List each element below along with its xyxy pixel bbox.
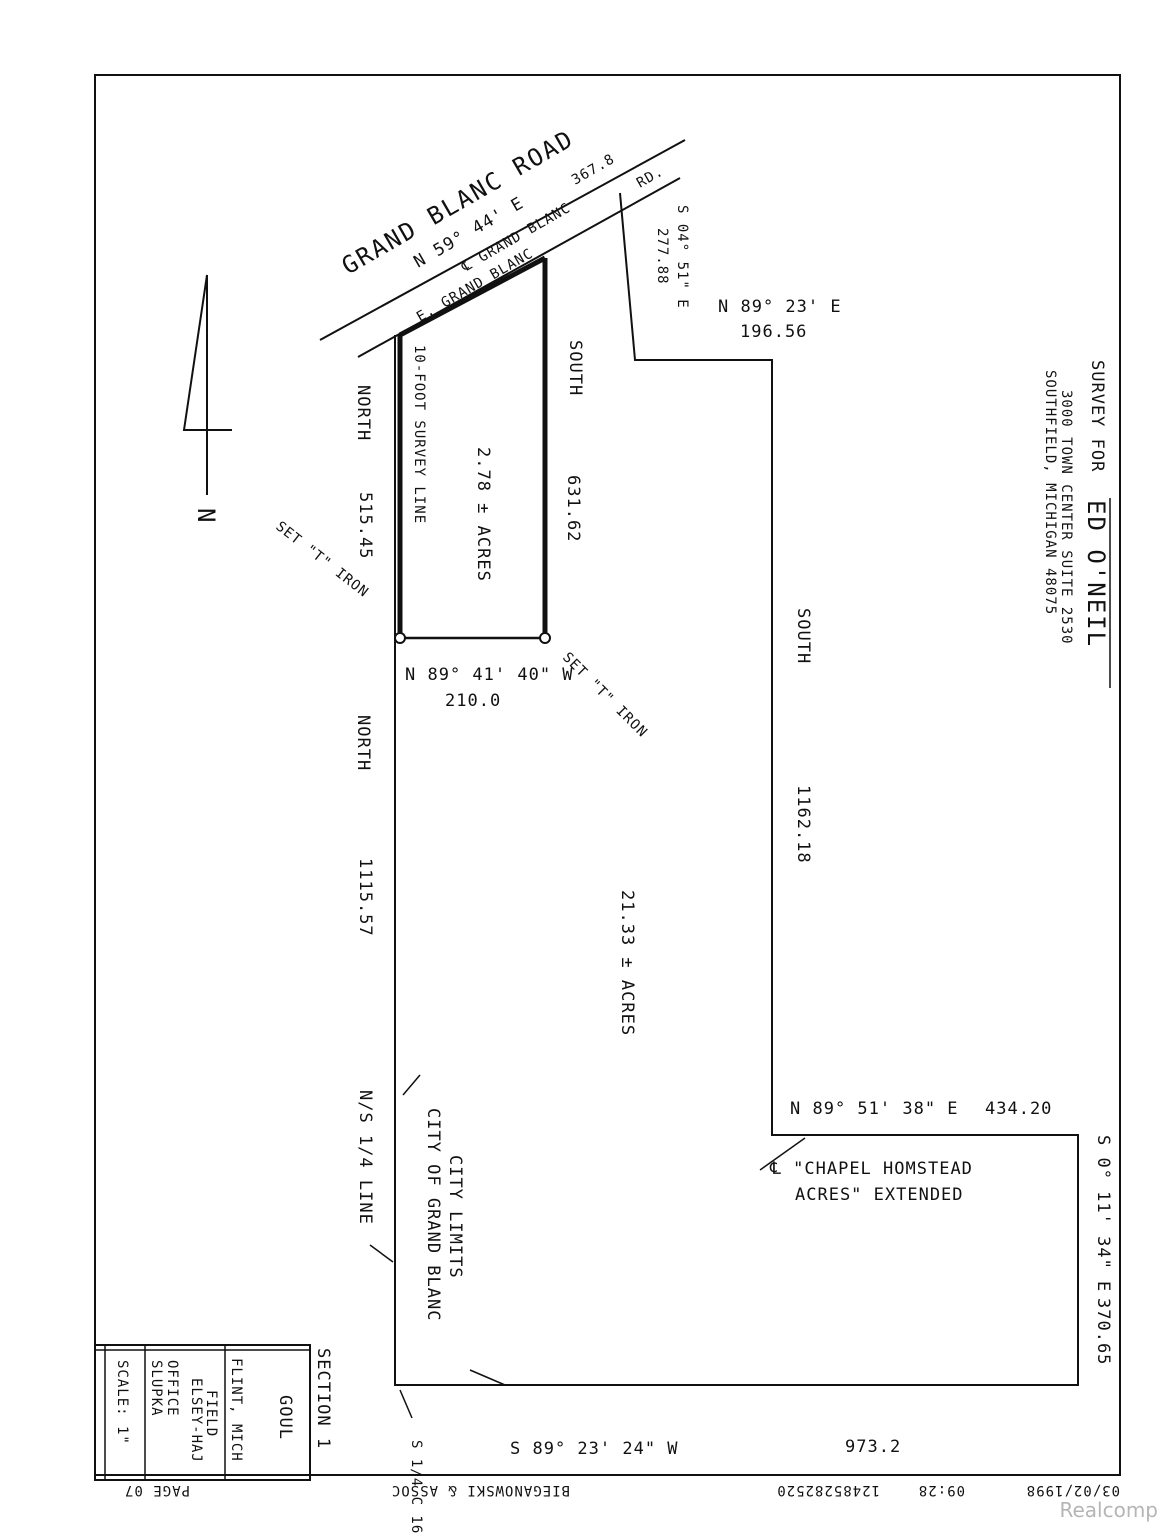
title-field-name: ELSEY-HAJ (188, 1378, 204, 1463)
bottom-small-dist: 210.0 (445, 691, 501, 711)
jog-bearing: N 89° 23' E (718, 297, 842, 317)
small-parcel-top (398, 255, 547, 338)
quarter-line: N/S 1/4 LINE (355, 1090, 375, 1225)
north-label-1: NORTH (353, 385, 373, 441)
north-arrow-label: N (192, 508, 220, 524)
iron-marker-east (539, 632, 551, 644)
acres-large: 21.33 ± ACRES (617, 890, 637, 1036)
sheet-border (94, 74, 1121, 1476)
south-dist-1: 631.62 (563, 475, 583, 542)
jog-dist: 196.56 (740, 322, 807, 342)
realcomp-watermark: Realcomp (1059, 1498, 1158, 1522)
east-bearing-top: S 04° 51" E (674, 205, 690, 309)
fax-page: PAGE 07 (124, 1482, 190, 1498)
fax-sender: BIEGANOWSKI & ASSOC (391, 1482, 570, 1498)
client-address: 3000 TOWN CENTER SUITE 2530 (1058, 390, 1074, 645)
east-bearing-bottom: S 0° 11' 34" E (1093, 1135, 1113, 1292)
title-city: FLINT, MICH (228, 1358, 244, 1462)
title-office-name: SLUPKA (148, 1360, 164, 1417)
title-block (94, 1344, 311, 1481)
city-limits-2: CITY OF GRAND BLANC (423, 1108, 443, 1321)
fax-phone: 12485282520 (776, 1482, 880, 1498)
title-field: FIELD (203, 1390, 219, 1437)
client-city: SOUTHFIELD, MICHIGAN 48075 (1042, 370, 1058, 615)
north-label-2: NORTH (353, 715, 373, 771)
client-name: ED O'NEIL (1082, 500, 1110, 648)
iron-marker-west (394, 632, 406, 644)
south-dist-2: 1162.18 (793, 785, 813, 864)
bottom-bearing: S 89° 23' 24" W (510, 1439, 679, 1459)
road-line-north (319, 139, 686, 341)
south-label-2: SOUTH (793, 608, 813, 664)
title-township: GOUL (275, 1395, 295, 1440)
city-limits-1: CITY LIMITS (445, 1155, 465, 1279)
north-dist-2: 1115.57 (355, 858, 375, 937)
bottom-small-bearing: N 89° 41' 40" W (405, 665, 574, 685)
bottom-dist: 973.2 (845, 1437, 901, 1457)
title-office: OFFICE (164, 1360, 180, 1417)
set-iron-2: SET "T" IRON (559, 650, 650, 741)
chapel-line-1: ℄ "CHAPEL HOMSTEAD (769, 1159, 973, 1179)
road-frontage: 367.8 (569, 151, 618, 188)
survey-line-label: 10-FOOT SURVEY LINE (411, 345, 427, 524)
acres-small: 2.78 ± ACRES (473, 447, 493, 582)
title-section: SECTION 1 (313, 1348, 333, 1449)
north-dist-1: 515.45 (355, 492, 375, 559)
title-scale: SCALE: 1" (114, 1360, 130, 1445)
north-arrow-icon (182, 274, 232, 495)
fax-date: 03/02/1998 (1026, 1482, 1120, 1498)
chapel-line-2: ACRES" EXTENDED (795, 1185, 964, 1205)
fax-time: 09:28 (918, 1482, 965, 1498)
south-label-1: SOUTH (565, 340, 585, 396)
mid-bearing: N 89° 51' 38" E (790, 1099, 959, 1119)
survey-for-label: SURVEY FOR (1087, 360, 1107, 472)
east-dist-bottom: 370.65 (1093, 1298, 1113, 1365)
east-dist-top: 277.88 (654, 228, 670, 285)
mid-dist: 434.20 (985, 1099, 1052, 1119)
corner-label: S 1/4 C 16 (408, 1440, 424, 1534)
parcel-boundary (394, 192, 1079, 1386)
